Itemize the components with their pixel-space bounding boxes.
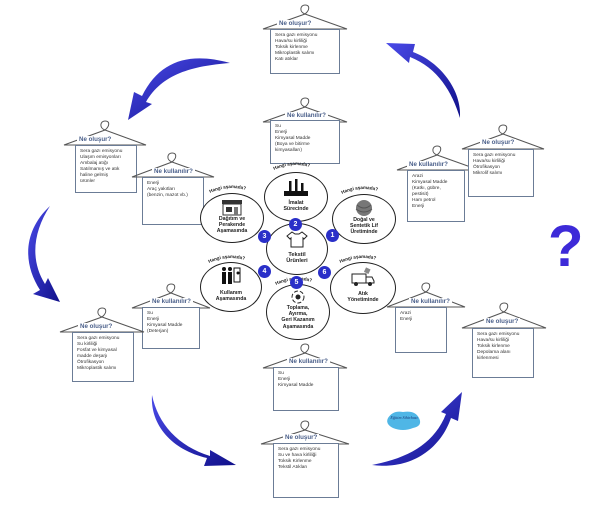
stage-prompt-2: Hangi aşamada? <box>272 161 310 171</box>
logo: Eğitim Sihirbazı <box>387 411 421 430</box>
stage-number-6: 6 <box>318 266 331 279</box>
logo-text: Eğitim Sihirbazı <box>389 415 417 420</box>
hanger-icon <box>386 282 466 308</box>
hanger-icon <box>262 97 348 123</box>
factory-icon <box>284 179 308 196</box>
stage-number-1: 1 <box>326 229 339 242</box>
arrow-top-right <box>386 43 461 118</box>
recycle-gear-icon <box>291 290 305 304</box>
question-mark: ? <box>548 214 584 279</box>
hanger-icon <box>262 343 348 369</box>
stage-number-4: 4 <box>258 265 271 278</box>
card-title: Ne oluşur? <box>78 323 115 330</box>
arrow-bottom-left <box>151 395 236 466</box>
stage-number-5: 5 <box>290 276 303 289</box>
stage-prompt-1: Hangi aşamada? <box>340 185 378 195</box>
stage-prompt-3: Hangi aşamada? <box>208 184 246 194</box>
card-title: Ne oluşur? <box>277 20 314 27</box>
card-title: Ne kullanılır? <box>407 161 450 168</box>
tshirt-icon <box>286 231 308 248</box>
card-title: Ne oluşur? <box>480 139 517 146</box>
card-title: Ne kullanılır? <box>152 168 195 175</box>
hanger-icon <box>461 302 547 329</box>
card-title: Ne kullanılır? <box>409 298 452 305</box>
yarn-ball-icon <box>355 200 373 216</box>
people-icon <box>222 267 241 284</box>
card-title: Ne oluşur? <box>77 136 114 143</box>
card-title: Ne oluşur? <box>283 434 320 441</box>
stage-prompt-4: Hangi aşamada? <box>207 254 245 264</box>
card-title: Ne kullanılır? <box>287 358 330 365</box>
stage-number-3: 3 <box>258 230 271 243</box>
arrow-left <box>28 206 60 302</box>
hanger-icon <box>461 124 545 150</box>
hanger-icon <box>59 307 145 333</box>
hanger-icon <box>131 283 211 309</box>
hanger-icon <box>131 152 215 178</box>
card-title: Ne kullanılır? <box>150 298 193 305</box>
card-title: Ne kullanılır? <box>285 112 328 119</box>
stage-prompt-6: Hangi aşamada? <box>339 254 377 264</box>
store-icon <box>222 200 242 216</box>
card-title: Ne oluşur? <box>484 318 521 325</box>
arrow-top-left <box>128 58 230 120</box>
hanger-icon <box>262 4 348 30</box>
stage-number-2: 2 <box>289 218 302 231</box>
garbage-truck-icon <box>351 267 375 286</box>
arrow-bottom-right <box>372 392 462 466</box>
hanger-icon <box>396 145 480 171</box>
hanger-icon <box>260 420 350 445</box>
hanger-icon <box>63 120 147 146</box>
